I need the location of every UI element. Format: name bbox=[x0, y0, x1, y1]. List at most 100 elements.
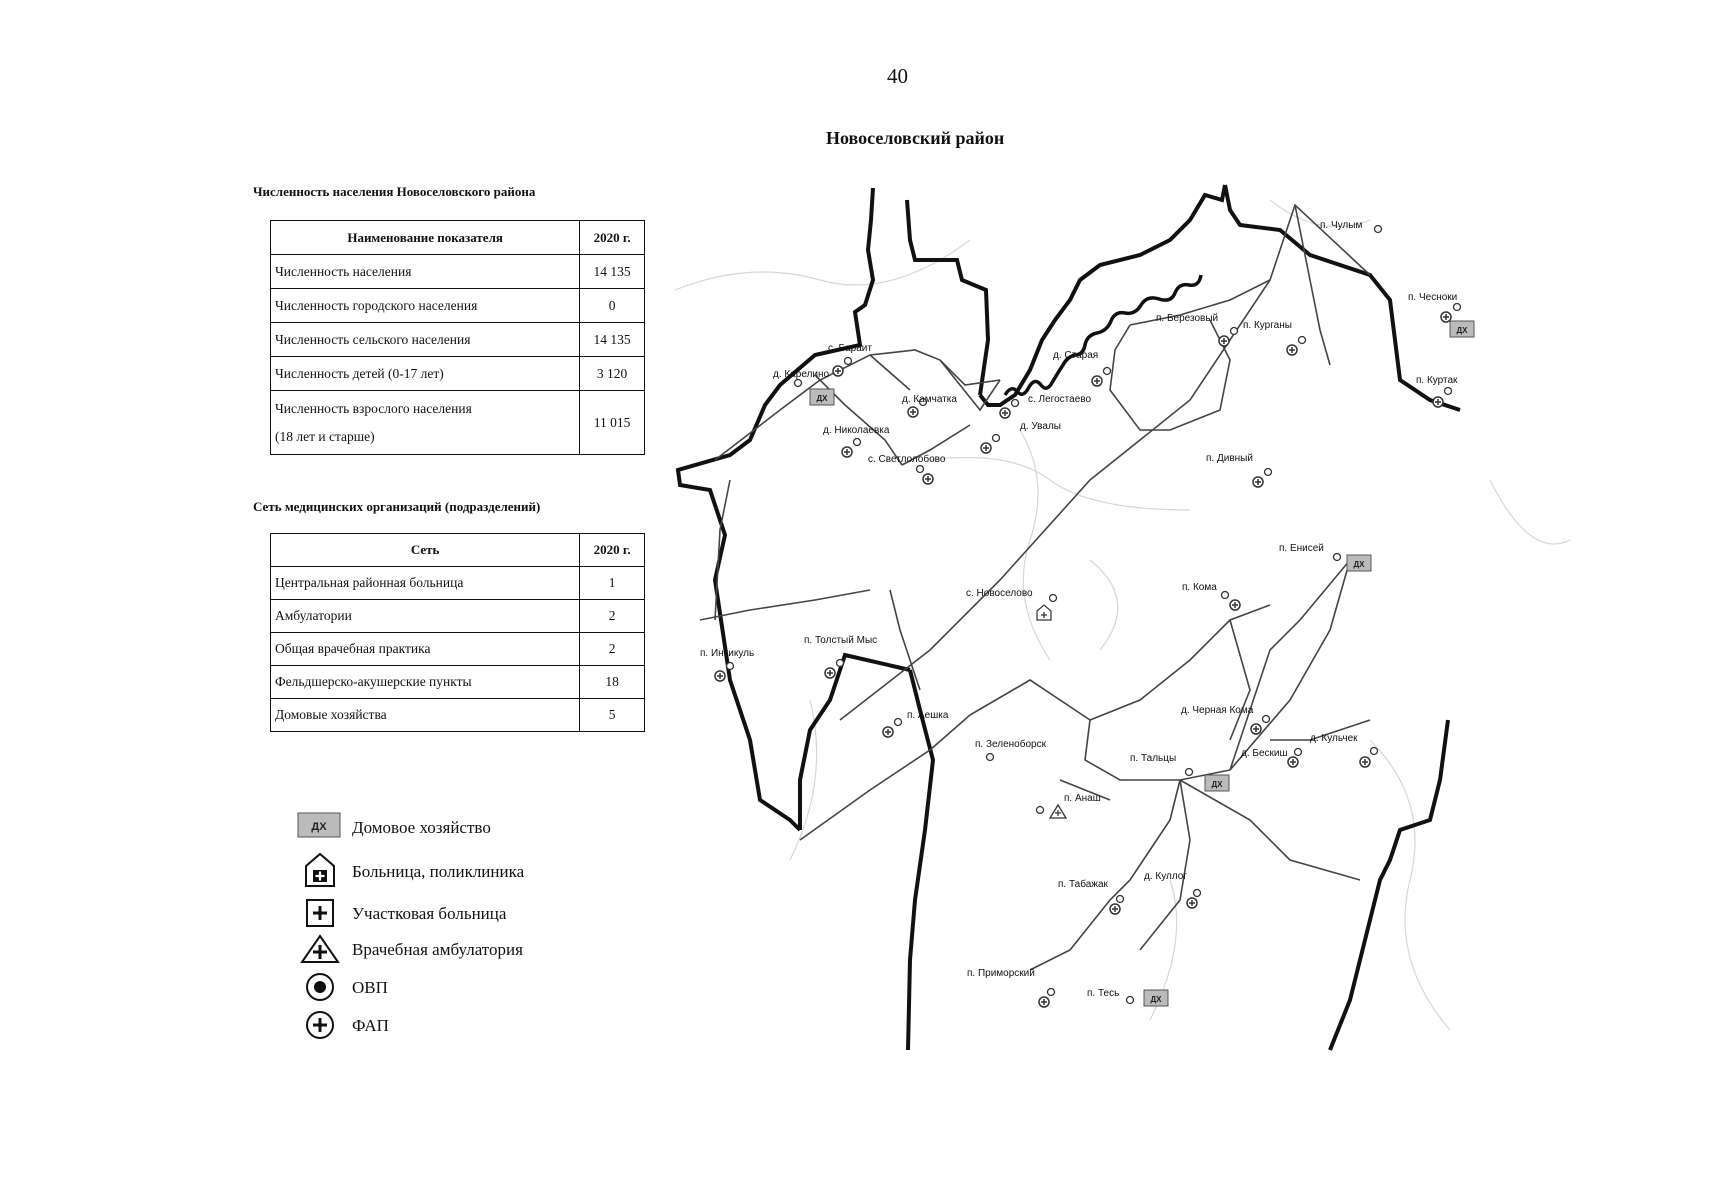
settlement-label: д. Николаевка bbox=[823, 425, 890, 436]
settlement-dot bbox=[1184, 767, 1194, 777]
settlement-dot bbox=[1373, 224, 1383, 234]
settlement-label: д. Черная Кома bbox=[1181, 705, 1254, 716]
settlement-label: д. Увалы bbox=[1020, 421, 1061, 432]
fap-icon bbox=[1250, 723, 1262, 735]
fap-icon bbox=[1109, 903, 1121, 915]
settlement-label: с. Легостаево bbox=[1028, 394, 1091, 405]
column-header: 2020 г. bbox=[579, 533, 645, 567]
table-row: Численность детей (0-17 лет) 3 120 bbox=[269, 356, 645, 391]
settlement-label: д. Бескиш bbox=[1241, 748, 1288, 759]
settlement-dot bbox=[991, 433, 1001, 443]
table-row: Центральная районная больница 1 bbox=[269, 566, 645, 600]
indicator-name: Численность городского населения bbox=[269, 288, 581, 323]
table-row: Домовые хозяйства 5 bbox=[269, 698, 645, 732]
settlement-label: д. Карелино bbox=[773, 369, 830, 380]
settlement-dot bbox=[793, 378, 803, 388]
indicator-value: 14 135 bbox=[579, 322, 645, 357]
fap-icon bbox=[882, 726, 894, 738]
settlement-dot bbox=[725, 661, 735, 671]
indicator-value: 0 bbox=[579, 288, 645, 323]
fap-icon bbox=[1038, 996, 1050, 1008]
network-name: Фельдшерско-акушерские пункты bbox=[269, 665, 581, 699]
table-row: Численность взрослого населения (18 лет … bbox=[269, 390, 645, 455]
network-name: Домовые хозяйства bbox=[269, 698, 581, 732]
settlement-dot bbox=[1293, 747, 1303, 757]
settlement-label: д. Старая bbox=[1053, 350, 1098, 361]
legend-item: ДХ Домовое хозяйство bbox=[296, 810, 616, 846]
district-map: ДХ bbox=[674, 184, 1571, 1051]
network-name: Общая врачебная практика bbox=[269, 632, 581, 666]
settlement-dot bbox=[1369, 746, 1379, 756]
legend-label: ОВП bbox=[352, 978, 388, 997]
hospital-icon bbox=[1036, 604, 1052, 621]
settlement-dot bbox=[1261, 714, 1271, 724]
settlement-dot bbox=[1443, 386, 1453, 396]
settlement-label: п. Аешка bbox=[907, 710, 949, 721]
indicator-value: 3 120 bbox=[579, 356, 645, 391]
fap-icon bbox=[907, 406, 919, 418]
page-number: 40 bbox=[887, 64, 908, 88]
column-header: Наименование показателя bbox=[269, 220, 581, 255]
population-table: Наименование показателя 2020 г. Численно… bbox=[269, 220, 645, 455]
table-header-row: Сеть 2020 г. bbox=[269, 533, 645, 567]
indicator-name: Численность сельского населения bbox=[269, 322, 581, 357]
network-value: 2 bbox=[579, 599, 645, 633]
settlement-label: с. Новоселово bbox=[966, 588, 1033, 599]
table-row: Фельдшерско-акушерские пункты 18 bbox=[269, 665, 645, 699]
network-table: Сеть 2020 г. Центральная районная больни… bbox=[269, 533, 645, 732]
settlement-label: п. Чесноки bbox=[1408, 292, 1457, 303]
settlement-dot bbox=[1010, 398, 1020, 408]
indicator-name: Численность населения bbox=[269, 254, 581, 289]
household-icon bbox=[809, 388, 835, 406]
legend-item: Участковая больница bbox=[296, 896, 616, 932]
network-value: 5 bbox=[579, 698, 645, 732]
settlement-label: п. Березовый bbox=[1156, 313, 1218, 324]
settlement-label: п. Енисей bbox=[1279, 543, 1324, 554]
network-value: 1 bbox=[579, 566, 645, 600]
river bbox=[1003, 274, 1203, 396]
roads bbox=[699, 203, 1371, 971]
district-title: Новоселовский район bbox=[826, 128, 1005, 148]
legend-label: Врачебная амбулатория bbox=[352, 940, 523, 959]
fap-icon bbox=[824, 667, 836, 679]
legend-label: Домовое хозяйство bbox=[352, 818, 491, 837]
fap-icon bbox=[922, 473, 934, 485]
network-table-title: Сеть медицинских организаций (подразделе… bbox=[253, 499, 541, 514]
household-badge-text: ДХ bbox=[311, 821, 327, 833]
settlement-label: п. Кома bbox=[1182, 582, 1217, 593]
settlement-label: с. Светлолобово bbox=[868, 453, 946, 465]
column-header: Сеть bbox=[269, 533, 581, 567]
fap-icon bbox=[714, 670, 726, 682]
ambulatory-icon bbox=[300, 934, 340, 963]
settlement-dot bbox=[1115, 894, 1125, 904]
legend-label: Участковая больница bbox=[352, 904, 507, 923]
settlement-dot bbox=[1263, 467, 1273, 477]
settlement-dot bbox=[1229, 326, 1239, 336]
settlement-label: д. Куллог bbox=[1144, 871, 1187, 882]
settlement-dot bbox=[835, 658, 845, 668]
legend-label: ФАП bbox=[352, 1016, 389, 1035]
settlement-label: д. Кульчек bbox=[1310, 733, 1358, 744]
settlement-dot bbox=[843, 356, 853, 366]
table-row: Амбулатории 2 bbox=[269, 599, 645, 633]
settlement-label: п. Курганы bbox=[1243, 320, 1292, 331]
settlement-label: д. Камчатка bbox=[902, 394, 957, 405]
fap-icon bbox=[1432, 396, 1444, 408]
settlement-label: п. Тальцы bbox=[1130, 753, 1176, 764]
settlement-labels: п. Чулым п. Чесноки п. Березовый п. Кург… bbox=[700, 220, 1458, 999]
settlement-label: п. Приморский bbox=[967, 968, 1035, 979]
settlement-label: п. Тесь bbox=[1087, 988, 1119, 999]
table-header-row: Наименование показателя 2020 г. bbox=[269, 220, 645, 255]
fap-icon bbox=[1186, 897, 1198, 909]
settlement-label: п. Интикуль bbox=[700, 648, 754, 659]
table-row: Численность сельского населения 14 135 bbox=[269, 322, 645, 357]
ambulatory-icon bbox=[1048, 803, 1068, 819]
ovp-icon bbox=[306, 973, 334, 1001]
legend-item: ОВП bbox=[296, 970, 616, 1006]
settlement-markers bbox=[714, 224, 1475, 1008]
settlement-dot bbox=[1035, 805, 1045, 815]
settlement-label: п. Анаш bbox=[1064, 793, 1101, 804]
settlement-dot bbox=[1125, 995, 1135, 1005]
minor-roads bbox=[674, 199, 1571, 1031]
settlement-dot bbox=[1452, 302, 1462, 312]
